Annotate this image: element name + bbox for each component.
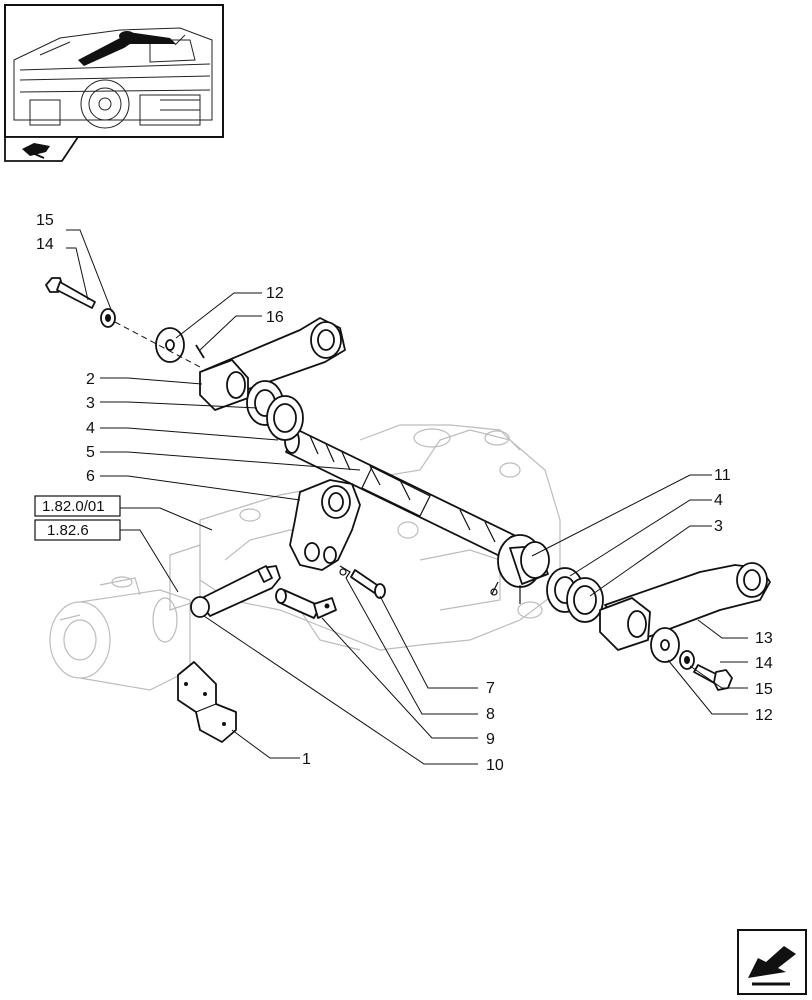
callout-3-left: 3 xyxy=(86,395,95,412)
callout-5: 5 xyxy=(86,444,95,461)
callout-labels: 15 14 12 16 2 3 4 5 6 11 4 3 13 14 15 12… xyxy=(36,212,773,774)
right-retaining-plate[interactable] xyxy=(650,627,680,663)
callout-15-top: 15 xyxy=(36,212,54,229)
bracket[interactable] xyxy=(177,661,237,743)
callout-10: 10 xyxy=(486,757,504,774)
left-retaining-plate[interactable] xyxy=(155,327,185,363)
reference-1-82-6[interactable]: 1.82.6 xyxy=(34,519,121,541)
reference-label-a[interactable]: 1.82.0/01 xyxy=(42,498,105,515)
next-page-arrow-icon[interactable] xyxy=(737,929,807,995)
callout-7: 7 xyxy=(486,680,495,697)
reference-1-82-0-01[interactable]: 1.82.0/01 xyxy=(34,495,121,517)
reference-label-b[interactable]: 1.82.6 xyxy=(47,522,89,539)
tractor-location-thumbnail[interactable] xyxy=(4,4,224,138)
lever-clip[interactable] xyxy=(339,565,351,579)
right-lift-arm[interactable] xyxy=(599,562,771,651)
callout-4-right: 4 xyxy=(714,492,723,509)
callout-15-right: 15 xyxy=(755,681,773,698)
callout-16: 16 xyxy=(266,309,284,326)
previous-page-arrow-icon[interactable] xyxy=(4,136,80,162)
right-thrust-ring[interactable] xyxy=(566,577,604,623)
callout-2: 2 xyxy=(86,371,95,388)
left-washer[interactable] xyxy=(100,308,116,328)
lever[interactable] xyxy=(289,479,361,571)
link-lever[interactable] xyxy=(190,565,281,618)
callout-8: 8 xyxy=(486,706,495,723)
callout-11: 11 xyxy=(714,467,731,484)
callout-6: 6 xyxy=(86,468,95,485)
left-bolt[interactable] xyxy=(45,277,96,309)
callout-12-right: 12 xyxy=(755,707,773,724)
lever-pin[interactable] xyxy=(350,569,386,599)
right-bolt[interactable] xyxy=(693,664,733,691)
link-pin[interactable] xyxy=(275,588,337,619)
left-seal-ring[interactable] xyxy=(266,395,304,441)
callout-14-right: 14 xyxy=(755,655,773,672)
callout-14-top: 14 xyxy=(36,236,54,253)
callout-13: 13 xyxy=(755,630,773,647)
right-washer[interactable] xyxy=(679,650,695,670)
leader-lines xyxy=(66,229,748,765)
left-lift-arm[interactable] xyxy=(199,317,346,411)
callout-12-top: 12 xyxy=(266,285,284,302)
callout-9: 9 xyxy=(486,731,495,748)
callout-3-right: 3 xyxy=(714,518,723,535)
callout-4-left: 4 xyxy=(86,420,95,437)
callout-1: 1 xyxy=(302,751,311,768)
left-pin[interactable] xyxy=(195,344,205,359)
